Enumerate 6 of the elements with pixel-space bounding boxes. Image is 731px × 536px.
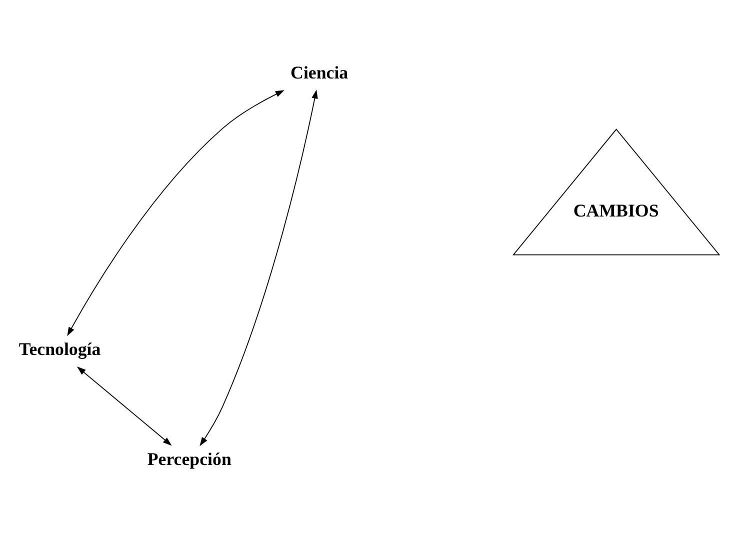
node-text: Percepción [147,448,232,469]
arrow [67,90,284,336]
arrow [76,366,172,446]
arrow [200,90,318,446]
node-text: Tecnología [18,338,101,359]
node-text: Ciencia [290,62,348,82]
